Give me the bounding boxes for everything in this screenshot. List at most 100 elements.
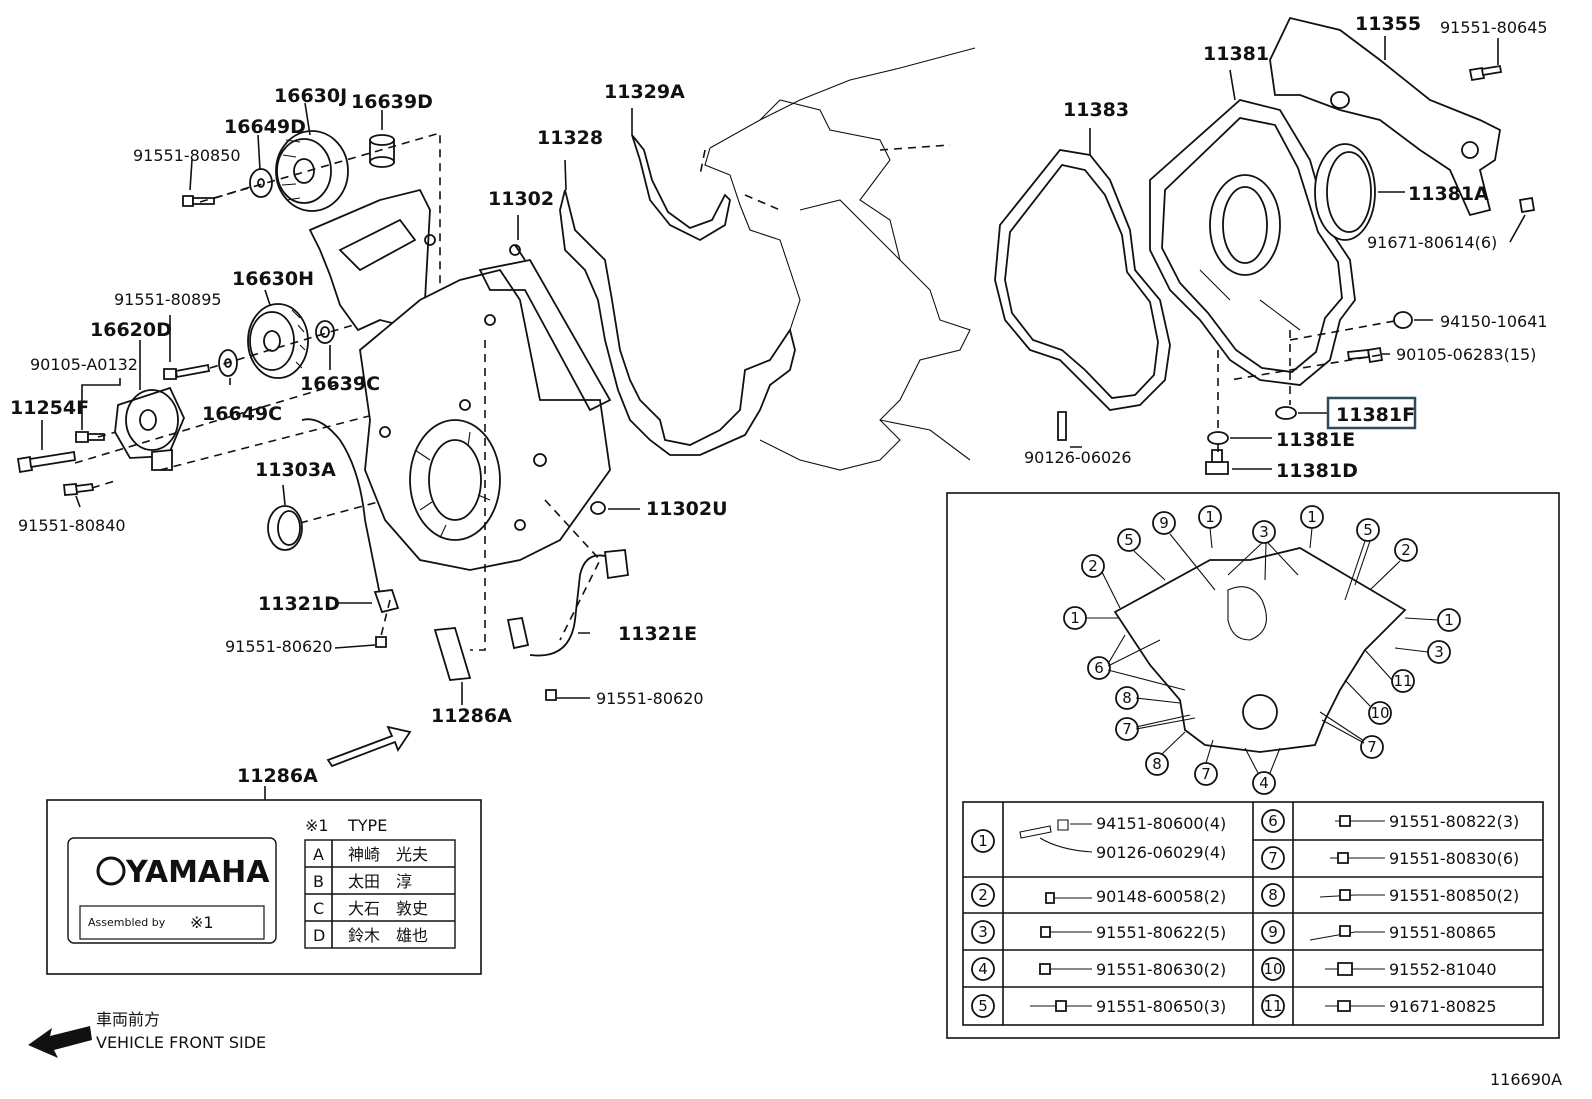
collar-16639D: [369, 134, 395, 168]
table-num-4: 4: [978, 960, 988, 978]
callout-1b: 1: [1307, 508, 1317, 526]
gasket-11381E: [1207, 431, 1229, 445]
stud-90126-06026: [1057, 411, 1067, 441]
bolt-90105-06283: [1346, 346, 1384, 364]
bolt-11254F: [16, 450, 77, 474]
callout-3b: 3: [1434, 643, 1444, 661]
sensor-11321E: [506, 549, 629, 701]
bolt-91671-80614: [1518, 196, 1536, 214]
label-91551-80620-left: 91551-80620: [225, 637, 333, 656]
callout-8b: 8: [1152, 755, 1162, 773]
type-code-b: B: [313, 872, 324, 891]
label-91551-80620-right: 91551-80620: [596, 689, 704, 708]
table-num-7: 7: [1268, 849, 1278, 867]
label-91671-80614: 91671-80614(6): [1367, 233, 1497, 252]
table-part-9: 91551-80865: [1389, 923, 1497, 942]
type-header: TYPE: [347, 816, 387, 835]
ring-11381F: [1275, 406, 1297, 420]
table-part-3: 91551-80622(5): [1096, 923, 1226, 942]
callout-7c: 7: [1201, 765, 1211, 783]
assembled-by-box: [79, 905, 265, 940]
table-num-8: 8: [1268, 886, 1278, 904]
vehicle-front-arrow-icon: [28, 1026, 92, 1058]
label-16620D: 16620D: [90, 319, 172, 341]
type-name-a: 神崎 光夫: [348, 845, 428, 864]
table-part-4: 91551-80630(2): [1096, 960, 1226, 979]
type-name-c: 大石 敦史: [348, 899, 428, 918]
gasket-11383: [994, 149, 1171, 411]
table-part-8: 91551-80850(2): [1389, 886, 1519, 905]
callout-2b: 2: [1088, 557, 1098, 575]
table-num-5: 5: [978, 997, 988, 1015]
gasket-11328: [559, 189, 796, 456]
assembled-mark: ※1: [190, 913, 214, 932]
type-name-d: 鈴木 雄也: [348, 926, 428, 945]
washer-16649D: [249, 168, 273, 198]
label-11286A-diagram: 11286A: [431, 705, 512, 727]
callout-4: 4: [1259, 774, 1269, 792]
nut-94150-10641: [1393, 311, 1413, 329]
label-90105-06283: 90105-06283(15): [1396, 345, 1536, 364]
callout-6: 6: [1094, 659, 1104, 677]
tensioner-16620D: [114, 386, 185, 471]
label-11381F[interactable]: 11381F: [1336, 404, 1415, 426]
callout-9: 9: [1159, 514, 1169, 532]
label-11329A: 11329A: [604, 81, 685, 103]
bolt-layout-panel: [946, 492, 1560, 1039]
bolt-callouts: 5 9 1 3 1 5 2 2 1 1 3 6 11 8 10 7 7 8 7 …: [1063, 505, 1461, 795]
table-part-11: 91671-80825: [1389, 997, 1497, 1016]
timing-chain-cover-11302: [308, 188, 612, 571]
label-16639D: 16639D: [351, 91, 433, 113]
label-11383: 11383: [1063, 99, 1129, 121]
table-part-1a: 94151-80600(4): [1096, 814, 1226, 833]
table-part-5: 91551-80650(3): [1096, 997, 1226, 1016]
label-11355: 11355: [1355, 13, 1421, 35]
callout-10: 10: [1370, 704, 1389, 722]
label-11303A: 11303A: [255, 459, 336, 481]
table-num-2: 2: [978, 886, 988, 904]
bolt-90105-A0132: [75, 431, 105, 443]
nameplate: [67, 837, 277, 944]
drain-plug-11381D: [1205, 449, 1229, 475]
table-num-3: 3: [978, 923, 988, 941]
callout-1d: 1: [1444, 611, 1454, 629]
vehicle-front-jp: 車両前方: [96, 1010, 160, 1029]
highlight-box-11381F[interactable]: [1326, 396, 1417, 430]
front-arrow-outline: [326, 725, 412, 768]
type-code-a: A: [313, 845, 324, 864]
bracket-11355: [1269, 16, 1501, 217]
label-11302: 11302: [488, 188, 554, 210]
callout-1a: 1: [1205, 508, 1215, 526]
label-16639C: 16639C: [300, 373, 380, 395]
type-header-mark: ※1: [305, 816, 329, 835]
label-91551-80850: 91551-80850: [133, 146, 241, 165]
cover-11381: [1149, 99, 1356, 386]
gasket-11329A: [631, 134, 731, 242]
callout-2a: 2: [1401, 541, 1411, 559]
table-num-9: 9: [1268, 923, 1278, 941]
label-11381: 11381: [1203, 43, 1269, 65]
yamaha-logo-circle: [96, 856, 126, 886]
label-detail-panel: [46, 799, 482, 975]
label-11381A: 11381A: [1408, 183, 1489, 205]
label-91551-80645: 91551-80645: [1440, 18, 1548, 37]
table-part-6: 91551-80822(3): [1389, 812, 1519, 831]
label-16630H: 16630H: [232, 268, 314, 290]
label-16630J: 16630J: [274, 85, 347, 107]
table-part-2: 90148-60058(2): [1096, 887, 1226, 906]
callout-1c: 1: [1070, 609, 1080, 627]
label-11328: 11328: [537, 127, 603, 149]
label-91551-80895: 91551-80895: [114, 290, 222, 309]
table-num-6: 6: [1268, 812, 1278, 830]
callout-8a: 8: [1122, 689, 1132, 707]
label-11381E: 11381E: [1276, 429, 1355, 451]
cover-outline-small: [1113, 547, 1407, 753]
engine-outline: [704, 47, 976, 471]
callout-5a: 5: [1124, 531, 1134, 549]
sensor-11321D: [301, 418, 400, 648]
table-num-1: 1: [978, 832, 988, 850]
vehicle-front-en: VEHICLE FRONT SIDE: [96, 1033, 266, 1052]
label-90105-A0132: 90105-A0132: [30, 355, 138, 374]
callout-5b: 5: [1363, 521, 1373, 539]
label-11254F: 11254F: [10, 397, 89, 419]
